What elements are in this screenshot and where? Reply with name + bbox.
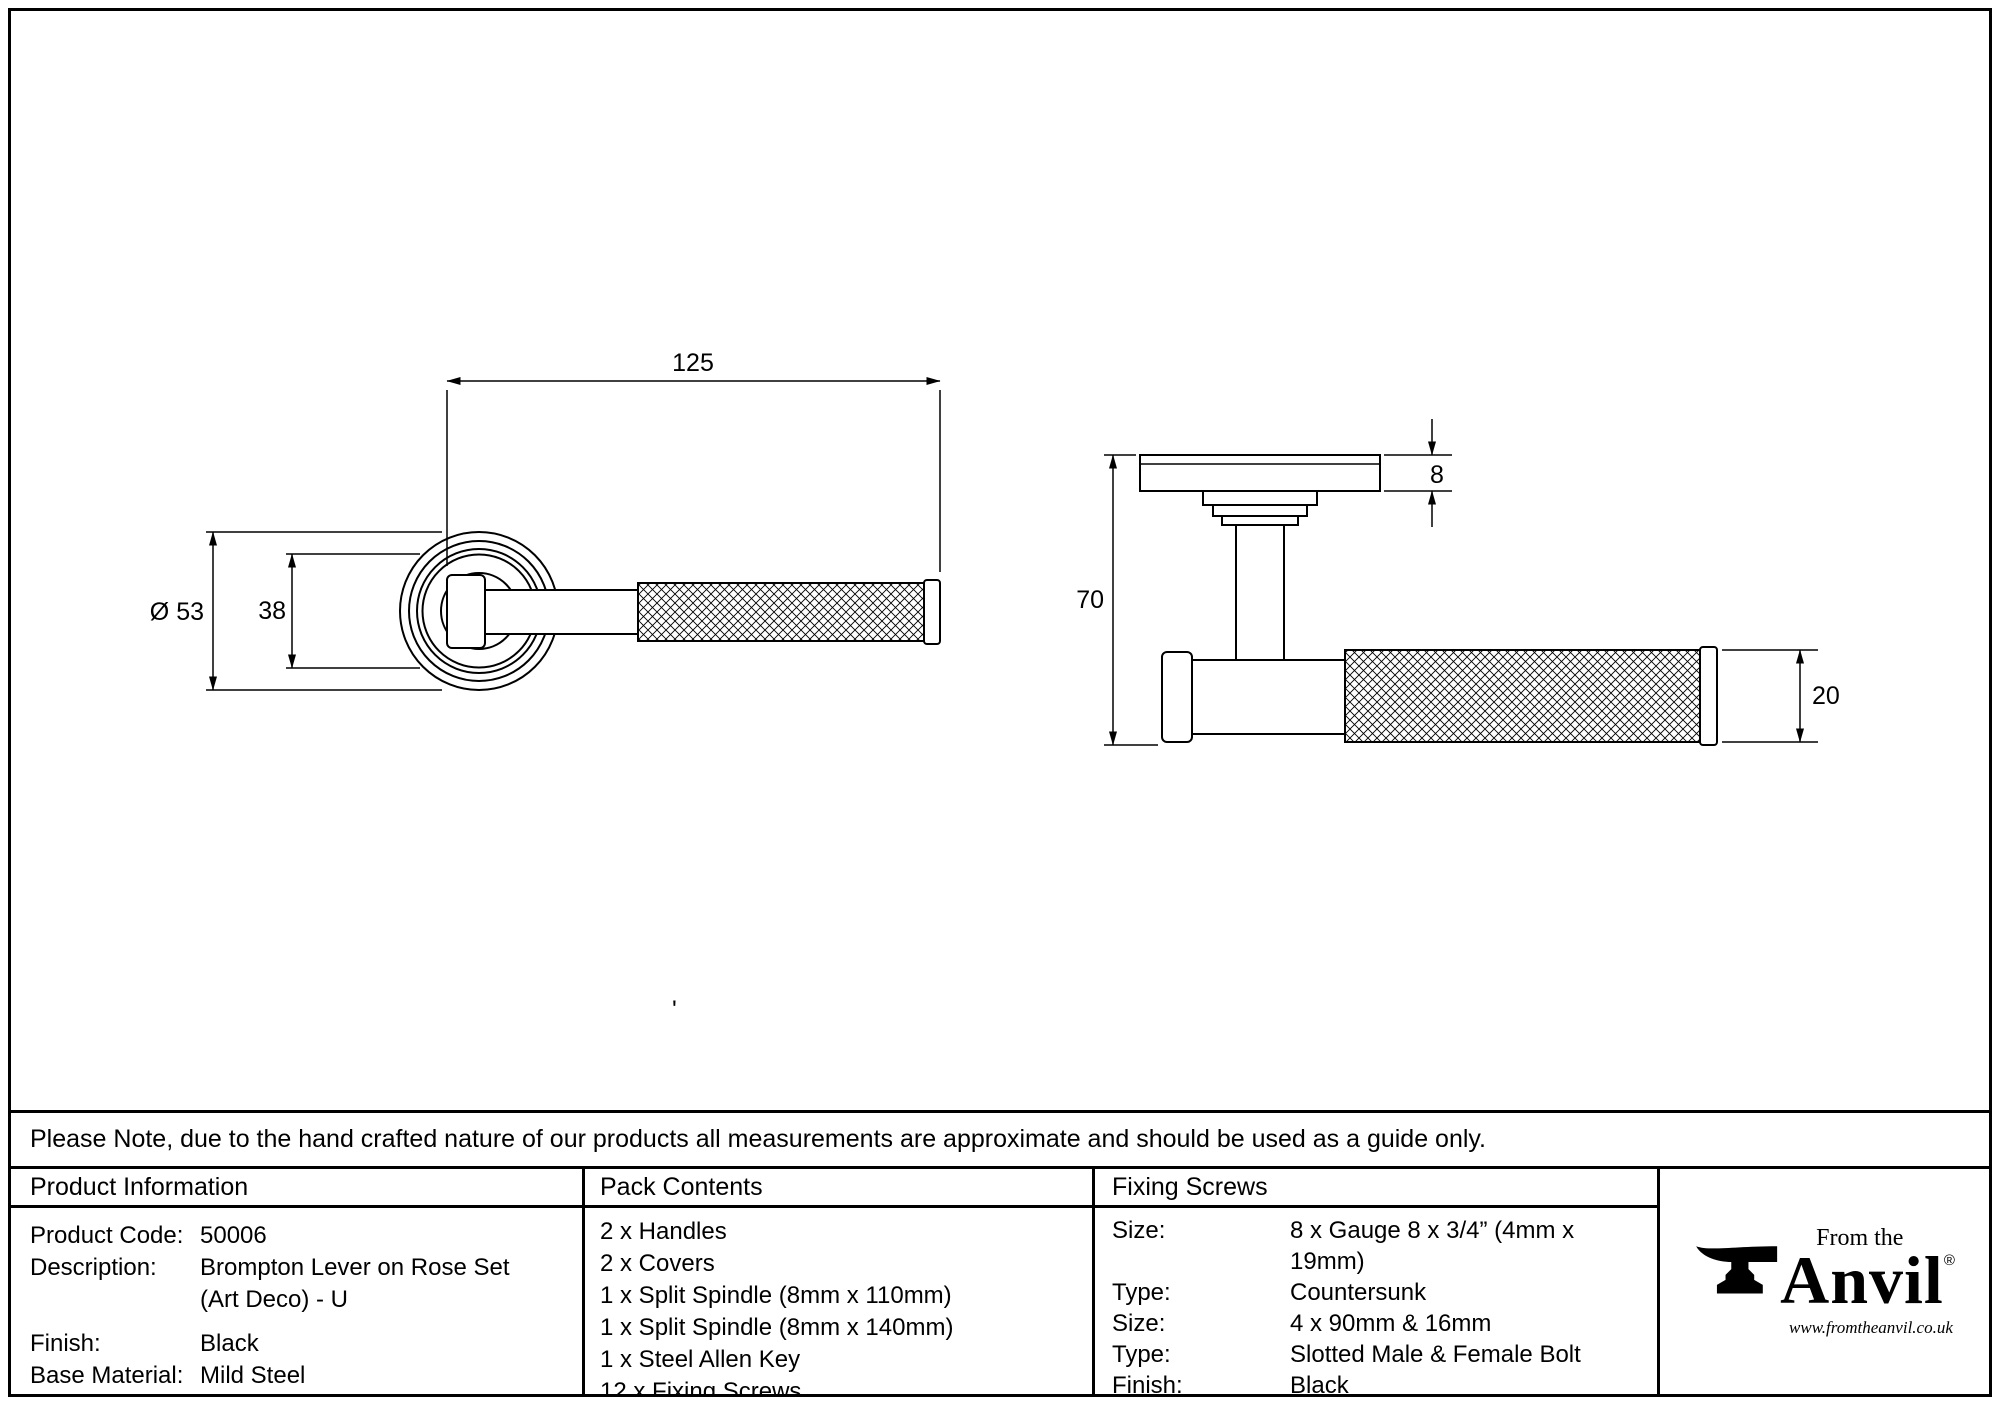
- lever-knurled-grip-side: [1344, 649, 1701, 743]
- front-view-lever-rose: [399, 531, 941, 691]
- screw-type-value: Countersunk: [1290, 1279, 1427, 1306]
- finish-label: Finish:: [30, 1330, 101, 1357]
- list-item: 1 x Split Spindle (8mm x 140mm): [600, 1314, 954, 1341]
- rose-slab-side: [1139, 454, 1381, 492]
- table-row: Finish: Black: [30, 1328, 574, 1360]
- stray-tick-mark: ': [672, 996, 677, 1024]
- spec-tables: Product Information Product Code: 50006 …: [11, 1166, 1989, 1394]
- screw-finish-label: Finish:: [1112, 1372, 1183, 1394]
- anvil-icon: [1696, 1246, 1778, 1294]
- lever-neck-side: [1235, 524, 1285, 663]
- table-row: Type: Slotted Male & Female Bolt: [1112, 1339, 1651, 1370]
- table-row: Size: 8 x Gauge 8 x 3/4” (4mm x 19mm): [1112, 1215, 1651, 1277]
- table-row: Base Material: Mild Steel: [30, 1360, 574, 1392]
- brand-logo-cell: From the Anvil ® www.fromtheanvil.co.uk: [1660, 1169, 1989, 1394]
- lever-end-cap-side: [1699, 646, 1718, 746]
- side-view-lever-rose: [1139, 454, 1718, 746]
- screw-type-label: Type:: [1112, 1279, 1171, 1306]
- pack-contents-header: Pack Contents: [585, 1169, 1092, 1208]
- dim-rose-thickness-label: 8: [1430, 461, 1444, 489]
- product-code-label: Product Code:: [30, 1222, 184, 1249]
- logo-from-the-text: From the: [1816, 1225, 1904, 1251]
- dim-projection-label: 70: [1076, 586, 1104, 614]
- screw-size-value: 8 x Gauge 8 x 3/4” (4mm x 19mm): [1290, 1217, 1575, 1275]
- product-information-body: Product Code: 50006 Description: Brompto…: [11, 1208, 582, 1394]
- table-row: Product Code: 50006: [30, 1220, 574, 1252]
- bolt-size-value: 4 x 90mm & 16mm: [1290, 1310, 1492, 1337]
- table-row: Type: Countersunk: [1112, 1277, 1651, 1308]
- description-label-cont: [30, 1284, 200, 1316]
- technical-drawing: 125 Ø 53 38 8 70 20 ': [150, 349, 1840, 1024]
- product-information-column: Product Information Product Code: 50006 …: [11, 1169, 585, 1394]
- lever-collar-front: [446, 574, 486, 649]
- list-item: 1 x Split Spindle (8mm x 110mm): [600, 1282, 952, 1309]
- measurement-note: Please Note, due to the hand crafted nat…: [30, 1125, 1487, 1153]
- table-row: Size: 4 x 90mm & 16mm: [1112, 1308, 1651, 1339]
- rose-step-2: [1212, 504, 1308, 517]
- pack-contents-column: Pack Contents 2 x Handles 2 x Covers 1 x…: [585, 1169, 1095, 1394]
- logo-website-url: www.fromtheanvil.co.uk: [1789, 1318, 1953, 1337]
- bolt-type-label: Type:: [1112, 1341, 1171, 1368]
- table-row: Description: Brompton Lever on Rose Set: [30, 1252, 574, 1284]
- screw-finish-value: Black: [1290, 1372, 1349, 1394]
- registered-trademark-symbol: ®: [1943, 1252, 1955, 1269]
- side-view-dimensions: [1104, 419, 1818, 746]
- fixing-screws-header: Fixing Screws: [1095, 1169, 1657, 1208]
- measurement-note-row: Please Note, due to the hand crafted nat…: [11, 1110, 1989, 1166]
- table-row: (Art Deco) - U: [30, 1284, 574, 1316]
- bolt-type-value: Slotted Male & Female Bolt: [1290, 1341, 1581, 1368]
- list-item: 12 x Fixing Screws: [600, 1378, 802, 1394]
- dim-rose-diameter-label: Ø 53: [150, 598, 204, 626]
- table-row: Finish: Black: [1112, 1370, 1651, 1394]
- lever-neck-front: [484, 589, 639, 635]
- description-value-line2: (Art Deco) - U: [200, 1286, 349, 1313]
- lever-end-cap-front: [923, 579, 941, 645]
- from-the-anvil-logo: From the Anvil ® www.fromtheanvil.co.uk: [1694, 1225, 1955, 1338]
- bolt-size-label: Size:: [1112, 1310, 1166, 1337]
- list-item: 1 x Steel Allen Key: [600, 1346, 801, 1373]
- fixing-screws-column: Fixing Screws Size: 8 x Gauge 8 x 3/4” (…: [1095, 1169, 1660, 1394]
- description-value-line1: Brompton Lever on Rose Set: [200, 1254, 510, 1281]
- front-view-dimensions: [206, 377, 941, 691]
- lever-knurled-grip-front: [637, 582, 925, 642]
- pack-contents-body: 2 x Handles 2 x Covers 1 x Split Spindle…: [585, 1208, 1092, 1394]
- product-information-header: Product Information: [11, 1169, 582, 1208]
- screw-size-label: Size:: [1112, 1217, 1166, 1244]
- lever-collar-side: [1161, 651, 1193, 743]
- logo-anvil-wordmark: Anvil: [1780, 1242, 1944, 1318]
- dim-length-label: 125: [672, 349, 714, 377]
- rose-step-1: [1202, 490, 1318, 506]
- fixing-screws-body: Size: 8 x Gauge 8 x 3/4” (4mm x 19mm) Ty…: [1095, 1208, 1657, 1394]
- rose-step-3: [1221, 515, 1299, 526]
- list-item: 2 x Handles: [600, 1218, 727, 1245]
- description-label: Description:: [30, 1254, 157, 1281]
- lever-arm-side: [1191, 659, 1346, 735]
- list-item: 2 x Covers: [600, 1250, 715, 1277]
- product-code-value: 50006: [200, 1222, 267, 1249]
- sheet-border: [8, 8, 1992, 1397]
- dim-inner-label: 38: [258, 597, 286, 625]
- base-material-value: Mild Steel: [200, 1362, 306, 1389]
- dim-grip-thickness-label: 20: [1812, 682, 1840, 710]
- finish-value: Black: [200, 1330, 259, 1357]
- base-material-label: Base Material:: [30, 1362, 184, 1389]
